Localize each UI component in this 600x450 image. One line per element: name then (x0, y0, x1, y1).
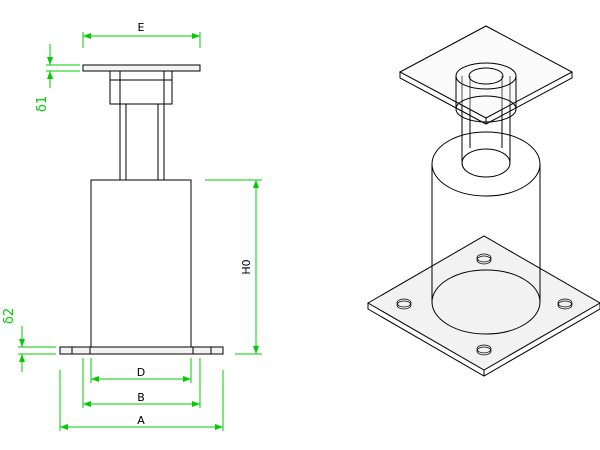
dim-label-b: B (137, 391, 145, 404)
front-view (59, 64, 224, 355)
top-plate-front (82, 64, 201, 72)
main-cylinder-iso (431, 131, 541, 335)
top-cap-front (109, 70, 173, 105)
top-plate-iso (398, 25, 574, 125)
stem-front (119, 103, 165, 181)
dimensions: E δ1 H0 δ2 D B (2, 21, 262, 431)
dim-label-delta1: δ1 (35, 96, 50, 112)
dim-label-h0: H0 (240, 259, 253, 274)
dim-label-delta2: δ2 (2, 308, 17, 324)
dim-label-e: E (138, 21, 145, 34)
main-body-front (90, 179, 192, 348)
dim-label-d: D (137, 366, 145, 379)
base-plate-front (59, 346, 224, 355)
base-plate-iso (367, 235, 600, 377)
stem-iso (461, 76, 511, 163)
top-cap-iso (455, 62, 517, 123)
dim-label-a: A (137, 414, 145, 427)
isometric-view (367, 25, 600, 377)
